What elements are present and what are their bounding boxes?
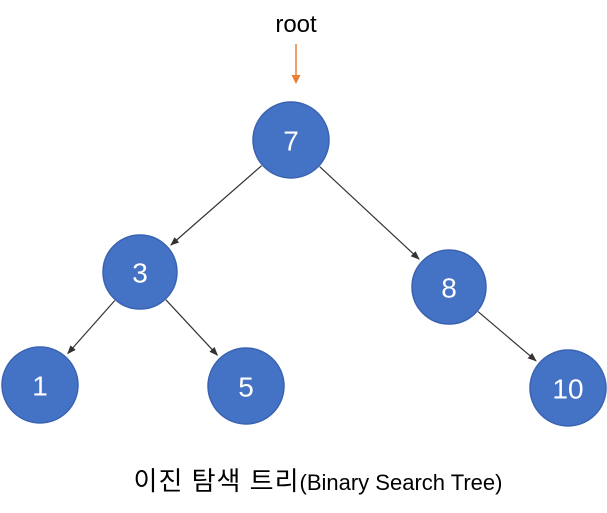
- node-value-3: 3: [132, 258, 148, 289]
- edges-layer: [67, 165, 537, 362]
- caption-korean: 이진 탐색 트리: [133, 466, 300, 496]
- node-circle-7: [252, 101, 330, 179]
- caption-english: (Binary Search Tree): [299, 470, 503, 495]
- edge-3-5: [165, 299, 219, 356]
- nodes-layer: 7 3 8 1 5 10: [1, 101, 607, 427]
- tree-node-1: 1: [1, 346, 79, 424]
- node-circle-10: [529, 349, 607, 427]
- tree-node-3: 3: [102, 234, 178, 310]
- root-label: root: [275, 11, 317, 38]
- node-value-1: 1: [32, 371, 48, 402]
- tree-node-10: 10: [529, 349, 607, 427]
- node-circle-1: [1, 346, 79, 424]
- edge-7-8: [319, 166, 420, 260]
- node-value-8: 8: [441, 273, 457, 304]
- node-value-7: 7: [283, 126, 299, 157]
- node-value-5: 5: [238, 372, 254, 403]
- tree-node-7: 7: [252, 101, 330, 179]
- tree-node-8: 8: [411, 249, 487, 325]
- edge-7-3: [170, 165, 262, 246]
- caption: 이진 탐색 트리(Binary Search Tree): [134, 461, 503, 498]
- tree-node-5: 5: [207, 347, 285, 425]
- edge-3-1: [67, 300, 116, 355]
- node-circle-5: [207, 347, 285, 425]
- edge-8-10: [477, 311, 537, 362]
- node-value-10: 10: [552, 374, 583, 405]
- node-circle-3: [102, 234, 178, 310]
- node-circle-8: [411, 249, 487, 325]
